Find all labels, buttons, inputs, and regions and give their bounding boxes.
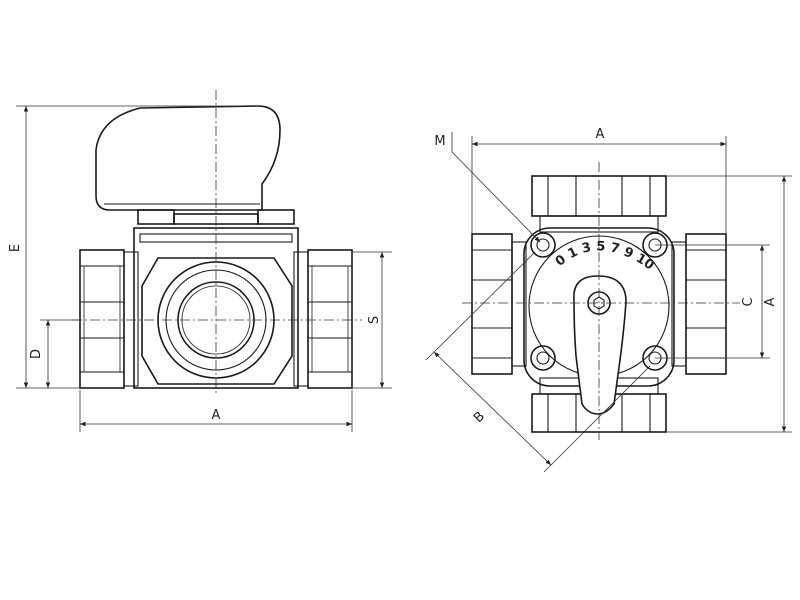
label-c: C — [741, 297, 756, 306]
dimension-a-top: A — [471, 127, 727, 234]
front-port — [141, 257, 293, 385]
actuator-cap — [95, 105, 295, 225]
label-a-right: A — [763, 297, 778, 306]
right-port — [307, 249, 353, 389]
dimension-a-right: A — [666, 175, 792, 433]
label-a-top: A — [596, 127, 605, 142]
label-s: S — [367, 316, 382, 324]
left-port-front — [471, 233, 527, 375]
side-view: E D S A — [8, 90, 392, 432]
right-port-front — [671, 233, 727, 375]
dimension-c: C — [655, 244, 770, 359]
front-view: 0 1 3 5 7 9 10 A C — [425, 127, 792, 473]
bolt-icon — [530, 232, 556, 258]
label-b: B — [471, 409, 488, 426]
dimension-a-side: A — [79, 390, 353, 432]
dial-scale-text: 0 1 3 5 7 9 10 — [553, 239, 657, 273]
left-port — [79, 249, 125, 389]
label-m: M — [434, 134, 445, 149]
dial-scale: 0 1 3 5 7 9 10 — [553, 239, 657, 273]
label-d: D — [29, 349, 44, 359]
dimension-s: S — [352, 251, 392, 389]
label-a-side: A — [212, 408, 221, 423]
label-e: E — [8, 244, 23, 252]
leader-m: M — [434, 132, 541, 243]
dimension-d: D — [29, 319, 80, 388]
